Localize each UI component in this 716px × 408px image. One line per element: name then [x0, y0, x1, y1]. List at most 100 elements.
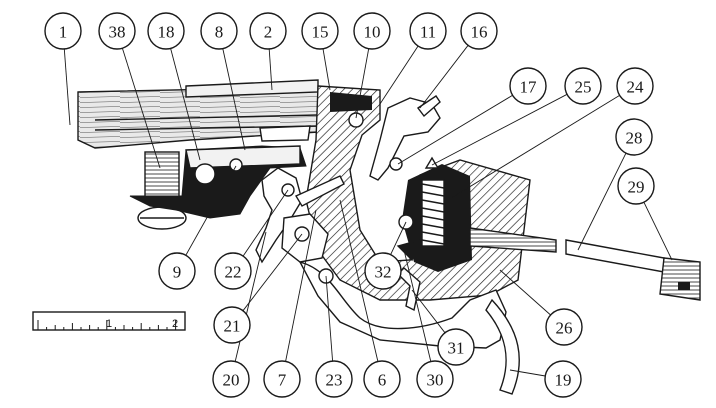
callout-circle-6: [363, 360, 401, 398]
callout-number-25: 25: [575, 78, 592, 97]
leader-line-9: [185, 165, 237, 256]
leader-line-31: [411, 289, 446, 334]
callout-number-6: 6: [378, 371, 387, 390]
leader-line-25: [431, 93, 568, 166]
callout-circle-15: [301, 12, 339, 50]
callout-circle-8: [200, 12, 238, 50]
callout-10: 10: [353, 12, 391, 50]
callout-22: 22: [214, 252, 252, 290]
callout-28: 28: [615, 118, 653, 156]
leader-line-29: [643, 202, 673, 261]
callout-circle-29: [617, 167, 655, 205]
callout-circle-21: [213, 306, 251, 344]
callout-circle-23: [315, 360, 353, 398]
callout-32: 32: [364, 252, 402, 290]
leader-line-1: [63, 48, 71, 126]
callout-circle-19: [544, 360, 582, 398]
callout-circle-30: [416, 360, 454, 398]
callout-number-16: 16: [471, 23, 488, 42]
callout-30: 30: [416, 360, 454, 398]
callout-20: 20: [212, 360, 250, 398]
callout-circle-1: [44, 12, 82, 50]
scale-ruler: 1 2: [32, 311, 186, 331]
leader-line-32: [390, 221, 407, 255]
spring-housing: [402, 156, 472, 272]
callout-8: 8: [200, 12, 238, 50]
leader-line-7: [285, 209, 317, 362]
leader-line-21: [242, 233, 303, 311]
callout-number-21: 21: [224, 317, 241, 336]
leader-line-18: [170, 48, 201, 161]
callout-circle-10: [353, 12, 391, 50]
callout-25: 25: [564, 67, 602, 105]
leader-line-2: [268, 48, 273, 91]
callout-19: 19: [544, 360, 582, 398]
callout-circle-28: [615, 118, 653, 156]
callout-number-24: 24: [627, 78, 645, 97]
callout-29: 29: [617, 167, 655, 205]
callout-number-29: 29: [628, 178, 645, 197]
callout-31: 31: [437, 328, 475, 366]
callout-15: 15: [301, 12, 339, 50]
callout-number-30: 30: [427, 371, 444, 390]
frame: [129, 145, 307, 219]
callout-number-10: 10: [364, 23, 381, 42]
callout-circle-7: [263, 360, 301, 398]
callout-circle-31: [437, 328, 475, 366]
callout-circle-17: [509, 67, 547, 105]
leader-line-38: [121, 48, 161, 169]
callout-9: 9: [158, 252, 196, 290]
callout-number-9: 9: [173, 263, 182, 282]
leader-lines: [63, 45, 673, 377]
callout-circle-2: [249, 12, 287, 50]
callout-1: 1: [44, 12, 82, 50]
callout-number-18: 18: [158, 23, 175, 42]
callout-circle-11: [409, 12, 447, 50]
callout-16: 16: [460, 12, 498, 50]
leader-line-16: [419, 45, 469, 109]
ruler-label-2: 2: [172, 318, 178, 330]
callout-24: 24: [616, 67, 654, 105]
callout-23: 23: [315, 360, 353, 398]
callout-number-19: 19: [555, 371, 572, 390]
callout-21: 21: [213, 306, 251, 344]
callout-number-17: 17: [520, 78, 538, 97]
callout-number-11: 11: [420, 23, 436, 42]
leader-line-26: [499, 269, 551, 316]
callout-18: 18: [147, 12, 185, 50]
callout-number-23: 23: [326, 371, 343, 390]
callout-number-1: 1: [59, 23, 68, 42]
leader-line-11: [379, 45, 419, 105]
callout-2: 2: [249, 12, 287, 50]
callout-26: 26: [545, 308, 583, 346]
callout-number-26: 26: [556, 319, 573, 338]
leader-line-15: [322, 48, 331, 91]
leader-line-20: [234, 231, 267, 362]
callout-circle-38: [98, 12, 136, 50]
leader-line-8: [222, 48, 246, 151]
callout-7: 7: [263, 360, 301, 398]
leader-line-24: [447, 95, 620, 201]
callout-6: 6: [363, 360, 401, 398]
leader-line-30: [403, 249, 432, 362]
leader-line-22: [242, 189, 289, 257]
callout-17: 17: [509, 67, 547, 105]
callout-number-15: 15: [312, 23, 329, 42]
barrel: [77, 79, 321, 149]
callout-number-28: 28: [626, 129, 643, 148]
callout-circle-9: [158, 252, 196, 290]
callout-number-31: 31: [448, 339, 465, 358]
end-cap-29: [659, 257, 701, 301]
leader-line-23: [325, 275, 334, 362]
callout-circle-25: [564, 67, 602, 105]
callout-circle-20: [212, 360, 250, 398]
leader-line-17: [397, 94, 513, 165]
ruler-label-1: 1: [106, 318, 112, 330]
callout-circle-24: [616, 67, 654, 105]
callout-circle-22: [214, 252, 252, 290]
trigger-linkage: [255, 167, 520, 395]
leader-line-6: [339, 199, 379, 362]
callout-circle-26: [545, 308, 583, 346]
callout-circle-18: [147, 12, 185, 50]
